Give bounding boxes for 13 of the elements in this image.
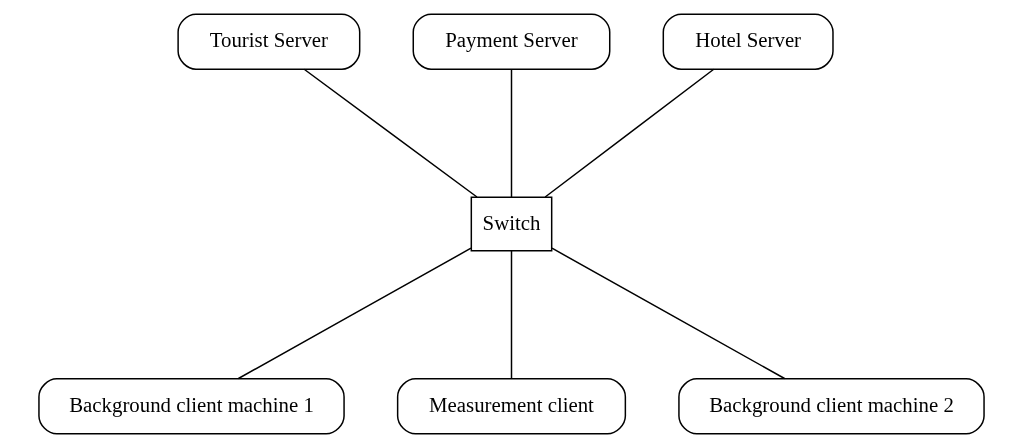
- node-box: Payment Server: [412, 13, 611, 70]
- node-box: Measurement client: [396, 378, 627, 435]
- connector: [544, 68, 715, 198]
- node-box: Tourist Server: [177, 13, 361, 70]
- node-box: Background client machine 2: [678, 378, 985, 435]
- connector: [237, 247, 472, 380]
- connector: [510, 68, 513, 198]
- node-box: Switch: [470, 196, 553, 252]
- node-box: Hotel Server: [662, 13, 834, 70]
- connector: [303, 68, 478, 198]
- node-box: Background client machine 1: [38, 378, 345, 435]
- connector: [510, 250, 513, 380]
- connector: [551, 247, 786, 380]
